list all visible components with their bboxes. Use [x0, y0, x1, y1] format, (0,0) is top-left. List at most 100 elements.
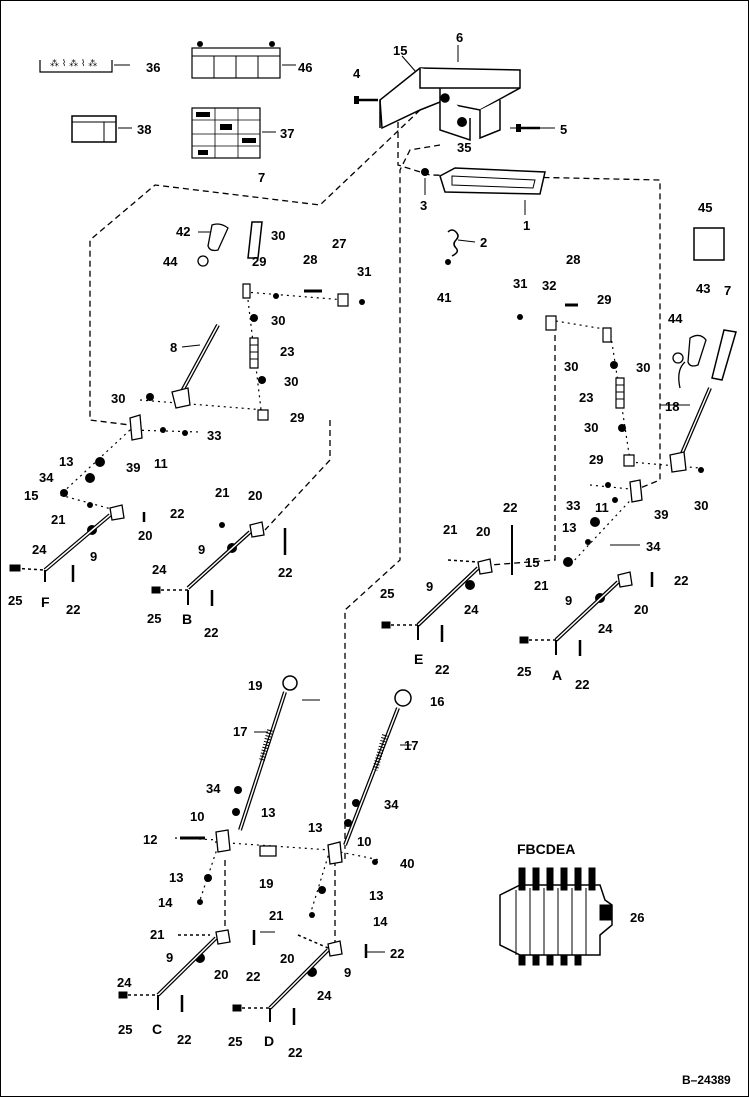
lower-linkages — [118, 929, 368, 1025]
callout-c36: 36 — [146, 60, 160, 75]
callout-c30g: 30 — [584, 420, 598, 435]
callout-c18: 18 — [665, 399, 679, 414]
callout-c23b: 23 — [579, 390, 593, 405]
callout-c30a: 30 — [271, 228, 285, 243]
callout-c22h: 22 — [575, 677, 589, 692]
callout-c21d: 21 — [534, 578, 548, 593]
callout-c24f: 24 — [317, 988, 332, 1003]
callout-c15b: 15 — [24, 488, 38, 503]
left-handle-group — [129, 221, 349, 441]
section-letter-lE: E — [414, 651, 423, 667]
callout-c16: 16 — [430, 694, 444, 709]
callout-c22a: 22 — [170, 506, 184, 521]
callout-c24d: 24 — [598, 621, 613, 636]
callout-c31a: 31 — [357, 264, 371, 279]
callout-c23a: 23 — [280, 344, 294, 359]
callout-c26: 26 — [630, 910, 644, 925]
callout-c22l: 22 — [288, 1045, 302, 1060]
callout-c4: 4 — [353, 66, 361, 81]
callout-c3: 3 — [420, 198, 427, 213]
callout-c13f: 13 — [369, 888, 383, 903]
path-right-loop — [397, 112, 661, 491]
chain-g — [629, 461, 701, 469]
callout-c40: 40 — [400, 856, 414, 871]
callout-c17b: 17 — [404, 738, 418, 753]
callout-c46: 46 — [298, 60, 312, 75]
callout-c13d: 13 — [308, 820, 322, 835]
chain-k — [309, 849, 331, 916]
callout-c24b: 24 — [152, 562, 167, 577]
right-group-balls — [465, 314, 704, 603]
callout-c13e: 13 — [169, 870, 183, 885]
left-lower-linkages — [9, 504, 287, 606]
callout-c13b: 13 — [562, 520, 576, 535]
mount-bracket — [379, 67, 521, 142]
callout-c22b: 22 — [278, 565, 292, 580]
callout-c38: 38 — [137, 122, 151, 137]
figure-number: B–24389 — [682, 1073, 731, 1087]
callout-c21e: 21 — [150, 927, 164, 942]
callout-c22c: 22 — [66, 602, 80, 617]
callout-c10b: 10 — [357, 834, 371, 849]
bolt-4 — [354, 96, 378, 104]
callout-c20d: 20 — [634, 602, 648, 617]
section-letter-lF: F — [41, 594, 50, 610]
decal-37 — [191, 107, 261, 159]
fastener-41 — [445, 259, 451, 265]
nut-3 — [421, 168, 429, 176]
control-valve-26 — [499, 867, 613, 966]
callout-c11a: 11 — [154, 456, 168, 471]
callout-c10a: 10 — [190, 809, 204, 824]
callout-c25c: 25 — [380, 586, 394, 601]
callout-c21c: 21 — [443, 522, 457, 537]
callout-c33a: 33 — [207, 428, 221, 443]
decal-46 — [191, 41, 281, 79]
callout-c34b: 34 — [646, 539, 661, 554]
callout-c39b: 39 — [654, 507, 668, 522]
callout-c22f: 22 — [674, 573, 688, 588]
callout-c21a: 21 — [51, 512, 65, 527]
bolt-5 — [516, 124, 540, 132]
callout-c22i: 22 — [246, 969, 260, 984]
path-center-down — [329, 144, 441, 861]
callout-c22d: 22 — [204, 625, 218, 640]
callout-c32: 32 — [542, 278, 556, 293]
callout-c7b: 7 — [724, 283, 731, 298]
callout-c19b: 19 — [259, 876, 273, 891]
callout-c14b: 14 — [373, 914, 388, 929]
callout-c28b: 28 — [566, 252, 580, 267]
path-left-loop — [89, 109, 421, 426]
callout-c8: 8 — [170, 340, 177, 355]
callout-c17a: 17 — [233, 724, 247, 739]
lower-right-balls — [309, 799, 378, 918]
callout-c9d: 9 — [565, 593, 572, 608]
callout-c20f: 20 — [280, 951, 294, 966]
callout-c25f: 25 — [228, 1034, 242, 1049]
callout-c24a: 24 — [32, 542, 47, 557]
lower-right-rod — [327, 689, 412, 865]
chain-a — [244, 291, 346, 301]
callout-c20c: 20 — [476, 524, 490, 539]
callout-c6: 6 — [456, 30, 463, 45]
callout-c15c: 15 — [525, 555, 539, 570]
chain-j — [199, 839, 221, 901]
callout-c20b: 20 — [248, 488, 262, 503]
callout-c29d: 29 — [589, 452, 603, 467]
spring-2 — [447, 229, 459, 257]
callout-c33b: 33 — [566, 498, 580, 513]
decal-38 — [71, 115, 117, 143]
section-letter-lA: A — [552, 667, 562, 683]
callout-c9e: 9 — [166, 950, 173, 965]
callout-c20e: 20 — [214, 967, 228, 982]
callout-c34c: 34 — [206, 781, 221, 796]
valve-section-labels: FBCDEA — [517, 841, 575, 857]
right-handle-group — [545, 303, 737, 503]
callout-c30b: 30 — [271, 313, 285, 328]
callout-c25b: 25 — [147, 611, 161, 626]
chain-h — [569, 484, 642, 566]
callout-c30c: 30 — [284, 374, 298, 389]
callout-c31b: 31 — [513, 276, 527, 291]
section-letter-lB: B — [182, 611, 192, 627]
